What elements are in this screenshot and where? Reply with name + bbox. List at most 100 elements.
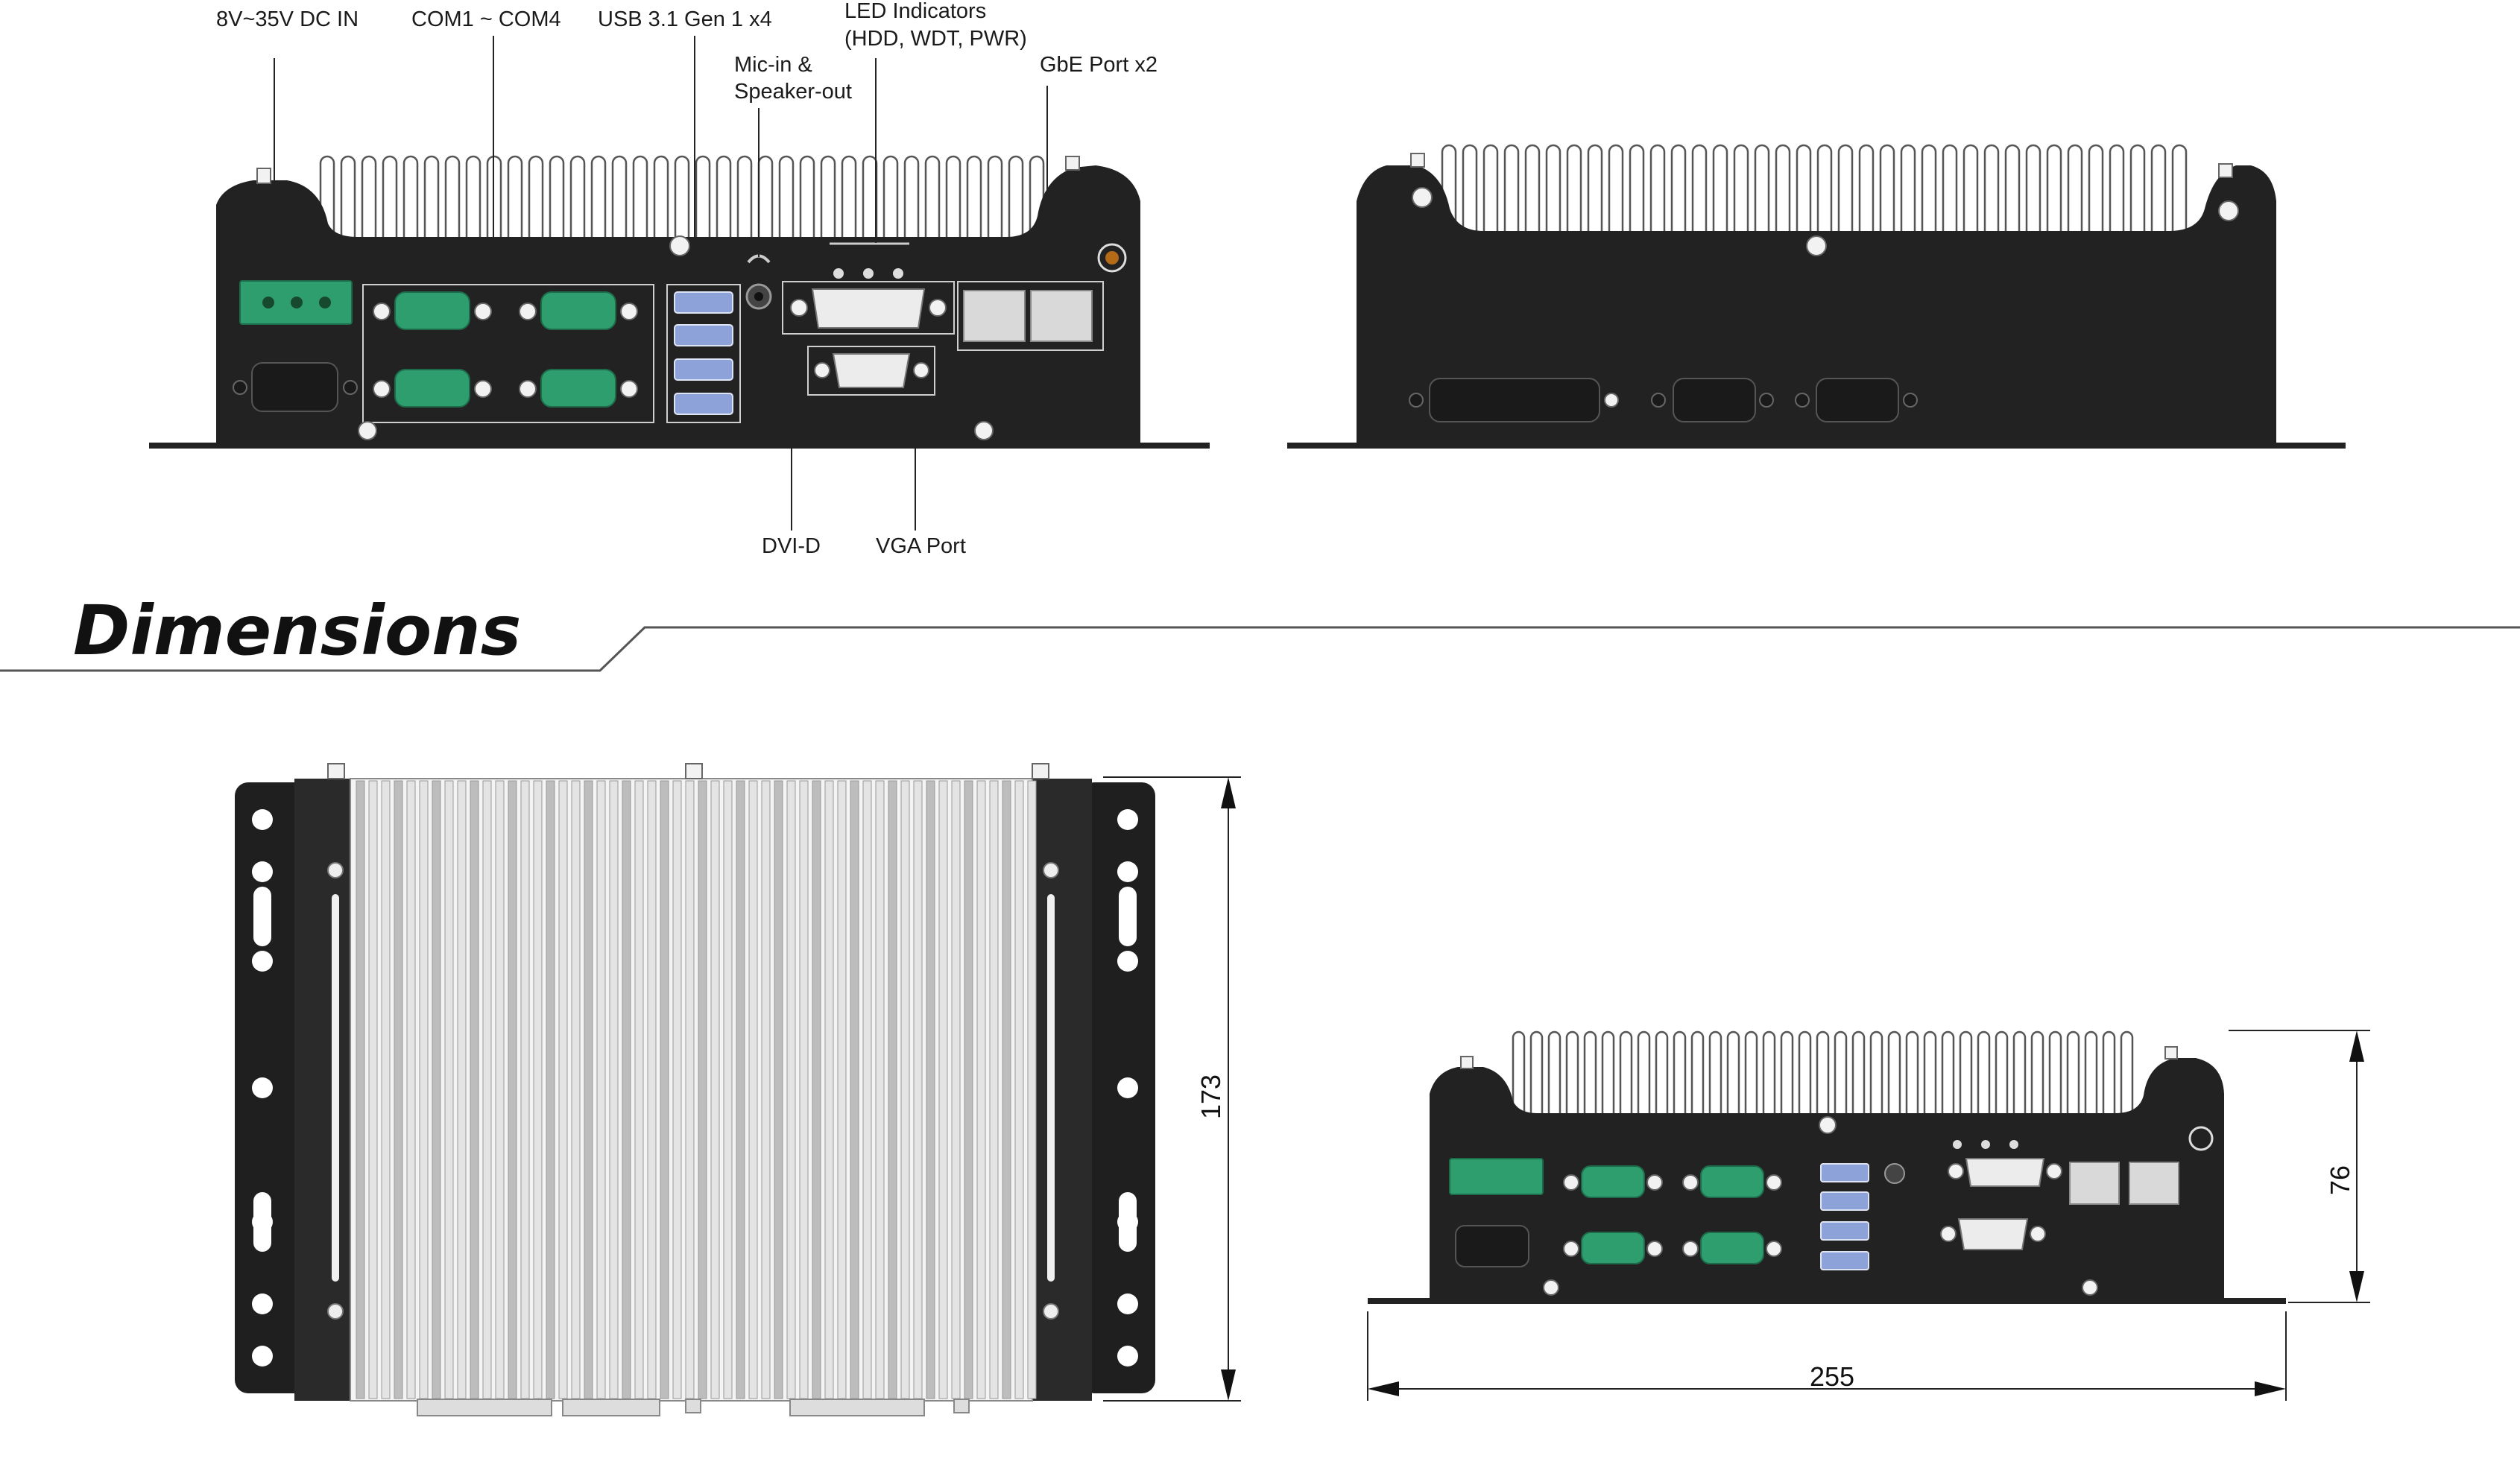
small-fin [1655, 1030, 1669, 1118]
top-fin [520, 780, 530, 1399]
top-post [685, 763, 703, 779]
rear-fin [1796, 144, 1812, 238]
small-post [1460, 1056, 1474, 1069]
front-fin [987, 155, 1003, 246]
power-button-icon[interactable] [1097, 243, 1127, 273]
top-fin [533, 780, 543, 1399]
bracket-hole [1117, 861, 1138, 882]
top-fin [888, 780, 897, 1399]
chassis-screw [974, 421, 994, 440]
label-usb: USB 3.1 Gen 1 x4 [598, 7, 772, 31]
small-fin [2120, 1030, 2134, 1118]
dim-height-value: 76 [2325, 1165, 2355, 1195]
chassis-screw [358, 421, 377, 440]
small-fin [2048, 1030, 2062, 1118]
top-fin [356, 780, 365, 1399]
front-fin [862, 155, 878, 246]
small-fin [2012, 1030, 2027, 1118]
front-fin [340, 155, 356, 246]
rear-post-right [2218, 163, 2233, 178]
remote-switch-connector [251, 362, 338, 412]
label-gbe: GbE Port x2 [1040, 53, 1158, 77]
small-fin [1565, 1030, 1579, 1118]
screw-hole [1604, 393, 1619, 408]
small-fin [1959, 1030, 1973, 1118]
top-fin [596, 780, 606, 1399]
rear-fin [1900, 144, 1916, 238]
dvi-screw [790, 299, 808, 317]
small-fin [2030, 1030, 2044, 1118]
top-fin [495, 780, 505, 1399]
top-post [327, 763, 345, 779]
connector-edge [417, 1399, 552, 1416]
rear-heatsink-fins [1441, 144, 2188, 238]
rear-knockout-2 [1673, 378, 1756, 422]
front-fin [402, 155, 419, 246]
label-dvi: DVI-D [762, 534, 821, 558]
front-post-left [256, 168, 271, 184]
side-screw [327, 862, 344, 878]
small-remote-connector [1455, 1225, 1529, 1267]
dc-terminal-pin [319, 297, 331, 308]
small-screw [1543, 1279, 1559, 1296]
rear-fin [1608, 144, 1624, 238]
rear-fin [1837, 144, 1854, 238]
small-fin [1512, 1030, 1526, 1118]
front-fin [507, 155, 523, 246]
front-heatsink-fins [319, 155, 1045, 246]
bracket-hole [1117, 1077, 1138, 1098]
top-fin [976, 780, 986, 1399]
bracket-holes [252, 809, 1138, 1367]
connector-edge [685, 1399, 701, 1413]
led-hdd [833, 268, 844, 279]
top-fin [799, 780, 809, 1399]
rear-fin [1942, 144, 1958, 238]
top-fin [419, 780, 429, 1399]
bracket-hole [252, 861, 273, 882]
small-fin [1708, 1030, 1722, 1118]
top-fin [964, 780, 973, 1399]
top-fin [812, 780, 821, 1399]
bracket-slot [253, 1192, 271, 1252]
led-wdt [863, 268, 874, 279]
small-fin [1834, 1030, 1848, 1118]
rear-fin [1503, 144, 1520, 238]
vga-box [807, 346, 935, 396]
front-fin [569, 155, 586, 246]
gbe-port-2 [1030, 290, 1093, 342]
bracket-slot [253, 887, 271, 946]
front-fin [841, 155, 857, 246]
small-led [2009, 1140, 2018, 1149]
rear-fin [2088, 144, 2104, 238]
small-dvi-screw [1948, 1163, 1964, 1179]
small-fin [1601, 1030, 1615, 1118]
rear-knockout-1 [1429, 378, 1600, 422]
rear-fin [1545, 144, 1561, 238]
top-fin [850, 780, 859, 1399]
small-com-ports [1563, 1165, 1782, 1264]
top-fin [736, 780, 745, 1399]
small-fin [2102, 1030, 2116, 1118]
vga-screw [814, 362, 830, 379]
top-fin [368, 780, 378, 1399]
usb-ports-group [666, 284, 741, 423]
small-fin [2084, 1030, 2098, 1118]
small-fin [1798, 1030, 1812, 1118]
small-fin [1851, 1030, 1866, 1118]
power-button[interactable] [1105, 251, 1119, 265]
side-wall-right [1032, 779, 1092, 1401]
screw-hole [1903, 393, 1918, 408]
front-fin [966, 155, 982, 246]
small-dvi-screw [2046, 1163, 2062, 1179]
small-fin [1744, 1030, 1758, 1118]
side-slot [332, 894, 339, 1282]
top-fin [508, 780, 517, 1399]
rear-fin [1754, 144, 1770, 238]
rear-fin [2025, 144, 2041, 238]
small-power-icon [2188, 1126, 2214, 1151]
front-view: 8V~35V DC IN COM1 ~ COM4 USB 3.1 Gen 1 x… [149, 0, 1210, 558]
bracket-hole [252, 1077, 273, 1098]
dvi-d-port [811, 288, 926, 329]
bracket-slot [1119, 1192, 1137, 1252]
rear-fin [1879, 144, 1895, 238]
